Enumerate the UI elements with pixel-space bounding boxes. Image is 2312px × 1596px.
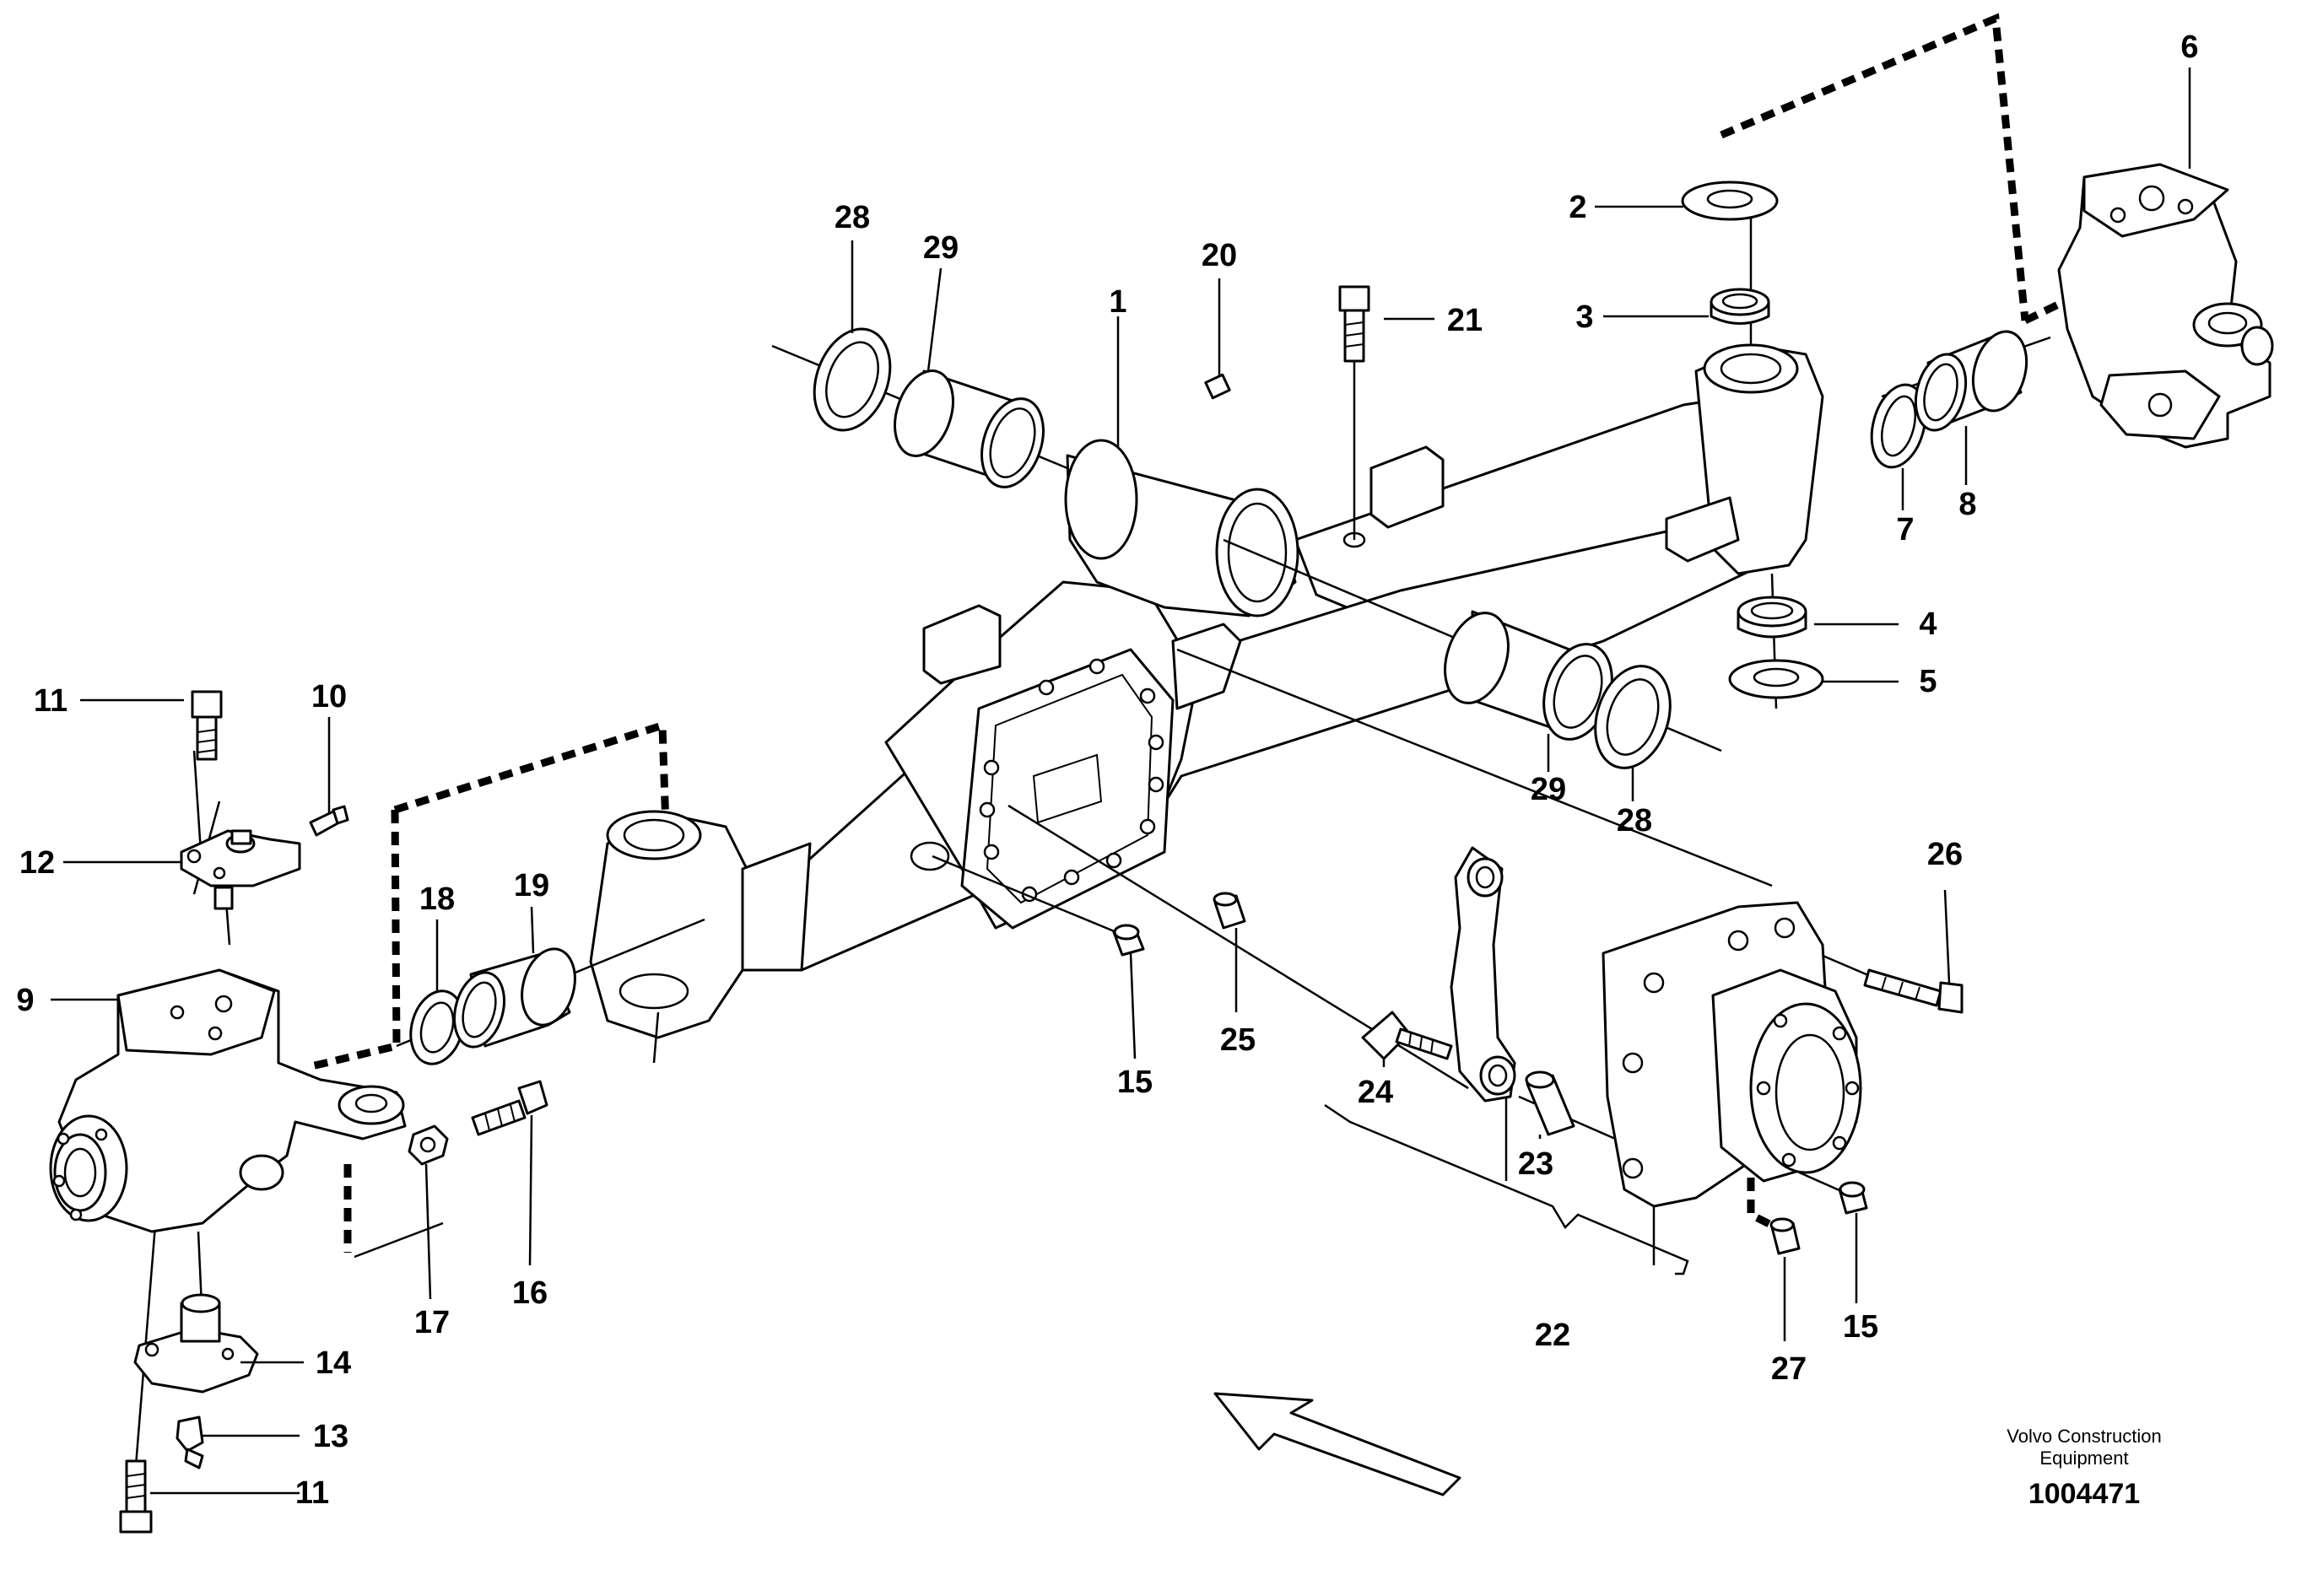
callout-29-right: 29 (1531, 772, 1566, 807)
axle-center-lug (1171, 623, 1242, 710)
cap-14 (133, 1293, 259, 1394)
bolt-21 (1338, 285, 1370, 363)
credit-line-2: Equipment (2039, 1448, 2128, 1469)
steering-knuckle-9 (49, 968, 407, 1233)
bushing-29-left (894, 369, 1045, 488)
dashed-guide-top-right (1720, 13, 2029, 321)
callout-8: 8 (1958, 487, 1976, 522)
leader-lines (51, 67, 2191, 1495)
callout-16: 16 (512, 1275, 548, 1311)
bolt-11-top (191, 690, 223, 761)
axle-stop-left (922, 604, 1002, 685)
left-bracket-bottom-bore (619, 973, 689, 1010)
bearing-4 (1737, 596, 1807, 639)
nut-17 (408, 1124, 449, 1166)
hub-bolt-holes (1622, 917, 1860, 1179)
axle-stop-right (1369, 445, 1445, 529)
callout-21: 21 (1447, 303, 1483, 338)
bushing-29-right (1444, 610, 1613, 741)
callout-22: 22 (1535, 1318, 1570, 1353)
callout-26: 26 (1927, 837, 1963, 872)
callout-28-left: 28 (835, 200, 870, 235)
grease-nipple-20 (1204, 373, 1231, 400)
pin-27 (1769, 1217, 1801, 1255)
bolt-11-bottom (119, 1459, 153, 1534)
cap-12 (180, 829, 301, 910)
callout-24: 24 (1358, 1075, 1393, 1110)
callout-19: 19 (514, 868, 549, 903)
flange-bolt-holes (979, 658, 1164, 903)
grease-nipple-13 (176, 1415, 204, 1469)
callout-11-top: 11 (34, 683, 68, 719)
callout-9: 9 (16, 983, 34, 1018)
callout-28-right: 28 (1617, 803, 1652, 838)
callout-27: 27 (1771, 1351, 1807, 1387)
callout-12: 12 (19, 845, 55, 881)
callout-2: 2 (1569, 190, 1586, 225)
bracket-half-22 (1450, 846, 1516, 1103)
steering-knuckle-6 (2057, 163, 2274, 449)
pin-25 (1213, 892, 1246, 930)
callout-15-right: 15 (1843, 1309, 1878, 1345)
callout-14: 14 (316, 1345, 351, 1381)
bushing-19 (453, 947, 576, 1049)
callout-17: 17 (414, 1305, 450, 1340)
bushing-8 (1914, 330, 2028, 432)
left-bracket-web (741, 842, 812, 972)
axle-mount-hole (910, 841, 950, 871)
bolt-16 (471, 1080, 548, 1136)
dashed-guide-right-bottom (1747, 1156, 1779, 1232)
callout-6: 6 (2180, 30, 2198, 65)
trunnion-tube-end-left (1064, 439, 1138, 560)
bolt-26 (1863, 968, 1964, 1014)
credit-line-1: Volvo Construction (2007, 1426, 2161, 1447)
direction-arrow (1213, 1392, 1461, 1496)
axle-stop-rear (1665, 496, 1740, 563)
callout-29-left: 29 (923, 230, 959, 266)
callout-5: 5 (1919, 664, 1937, 699)
bearing-3 (1710, 288, 1770, 325)
bolt-24 (1361, 1011, 1453, 1060)
callout-13: 13 (313, 1419, 348, 1454)
washer-5 (1728, 659, 1824, 699)
callout-18: 18 (419, 882, 455, 917)
flange-window (1032, 753, 1103, 824)
callout-25: 25 (1220, 1022, 1256, 1058)
callout-4: 4 (1919, 607, 1937, 642)
document-number: 1004471 (2028, 1478, 2140, 1510)
seal-18 (409, 989, 465, 1065)
callout-10: 10 (311, 679, 347, 714)
callout-20: 20 (1202, 238, 1237, 273)
seal-28-left (813, 327, 892, 432)
callout-15-left: 15 (1117, 1065, 1153, 1100)
callouts: 1 2 3 4 5 6 7 8 9 10 11 12 13 14 11 15 1… (16, 30, 2198, 1511)
grease-nipple-10 (309, 805, 349, 837)
dashed-guide-left (393, 720, 671, 853)
callout-11-bottom: 11 (295, 1475, 329, 1511)
callout-7: 7 (1896, 512, 1914, 547)
dashed-guide-left-lower (306, 809, 401, 1071)
hub-housing-22 (1602, 901, 1862, 1208)
bracket-22-line (1324, 1103, 1689, 1275)
seal-28-right (1594, 665, 1672, 769)
screw-15-left (1112, 924, 1145, 957)
seal-7 (1870, 383, 1927, 469)
trunnion-bore (1227, 502, 1288, 603)
callout-1: 1 (1109, 284, 1126, 320)
flange-inner-outline (986, 673, 1153, 904)
axle-housing (589, 343, 1824, 1039)
callout-23: 23 (1518, 1146, 1553, 1182)
screw-15-right (1838, 1181, 1868, 1215)
sleeve-23 (1525, 1070, 1575, 1136)
washer-2 (1681, 181, 1779, 221)
callout-3: 3 (1575, 299, 1593, 335)
